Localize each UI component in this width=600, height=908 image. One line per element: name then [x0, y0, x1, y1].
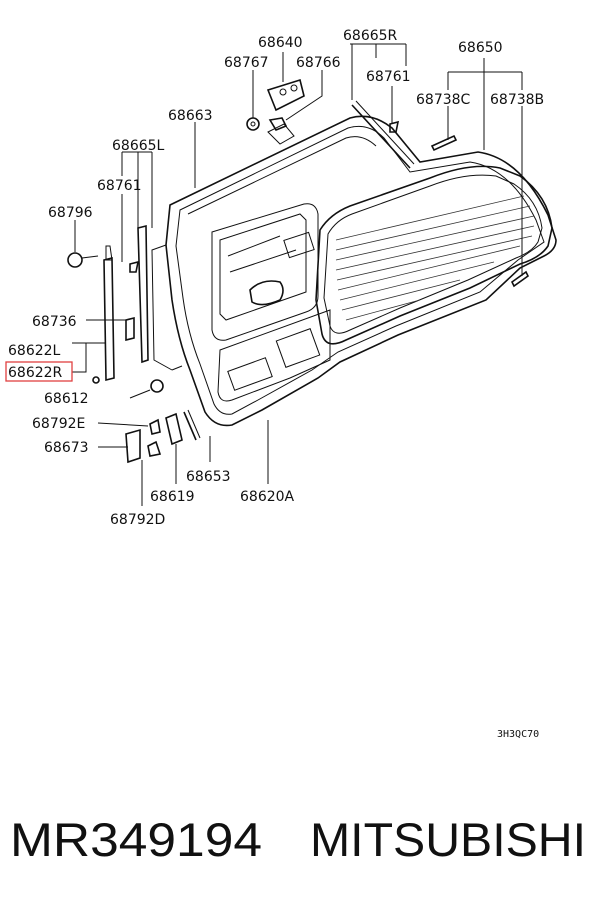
label-68792D[interactable]: 68792D — [110, 512, 165, 528]
leader-lines — [72, 43, 523, 506]
highlight-box-68622R — [5, 361, 73, 382]
label-68736[interactable]: 68736 — [32, 314, 77, 330]
label-68767[interactable]: 68767 — [224, 55, 269, 71]
label-68796[interactable]: 68796 — [48, 205, 93, 221]
tailgate-drawing — [151, 100, 557, 427]
label-68640[interactable]: 68640 — [258, 35, 303, 51]
label-68619[interactable]: 68619 — [150, 489, 195, 505]
label-68650[interactable]: 68650 — [458, 40, 503, 56]
label-68653[interactable]: 68653 — [186, 469, 231, 485]
label-68622R[interactable]: 68622R — [8, 365, 63, 381]
footer-brand: MITSUBISHI — [310, 813, 586, 866]
label-68738C[interactable]: 68738C — [416, 92, 471, 108]
defroster-lines — [335, 195, 535, 321]
part-labels: 68640 68665R 68650 68767 68766 68761 687… — [5, 28, 544, 528]
label-68622L[interactable]: 68622L — [8, 343, 61, 359]
label-68665L[interactable]: 68665L — [112, 138, 165, 154]
label-68620A[interactable]: 68620A — [240, 489, 295, 505]
label-68761-left[interactable]: 68761 — [97, 178, 142, 194]
footer-part-number: MR349194 — [10, 813, 262, 866]
label-68761-top[interactable]: 68761 — [366, 69, 411, 85]
label-68663[interactable]: 68663 — [168, 108, 213, 124]
label-68738B[interactable]: 68738B — [490, 92, 544, 108]
label-68612[interactable]: 68612 — [44, 391, 89, 407]
label-68792E[interactable]: 68792E — [32, 416, 85, 432]
drawing-code: 3H3QC70 — [497, 729, 539, 740]
label-68673[interactable]: 68673 — [44, 440, 89, 456]
label-68766[interactable]: 68766 — [296, 55, 341, 71]
label-68665R[interactable]: 68665R — [343, 28, 398, 44]
